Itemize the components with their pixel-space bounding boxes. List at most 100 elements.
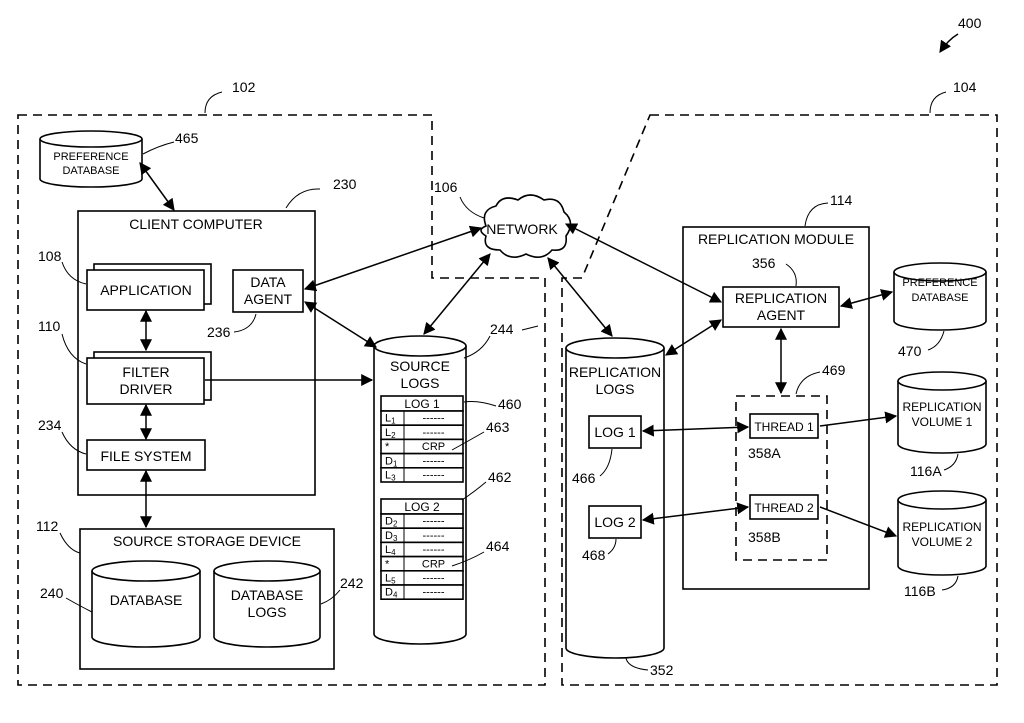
replication-volume2-ref-leader (942, 576, 958, 590)
replication-logs-top (566, 338, 664, 358)
replication-zone-ref: 104 (953, 79, 977, 95)
database-logs-line1: DATABASE (231, 587, 304, 603)
threads-ref: 469 (822, 362, 846, 378)
preference-db-top (40, 131, 142, 147)
replication-volume2-ref: 116B (904, 583, 936, 599)
source-logs-line2: LOGS (401, 375, 440, 391)
data-agent-ref: 236 (207, 324, 231, 340)
thread1-ref: 358A (748, 445, 781, 461)
source-logs-dash-mark (522, 326, 538, 330)
source-logs-top (374, 336, 466, 356)
replication-volume1: REPLICATION VOLUME 1 116A (898, 372, 986, 479)
replication-module-ref-leader (805, 203, 828, 226)
log-row-key-subscript: 4 (393, 591, 398, 600)
application-ref: 108 (38, 248, 62, 264)
replication-module-label: REPLICATION MODULE (698, 231, 854, 247)
replication-volume2-top (898, 491, 986, 509)
replication-logs-ref: 352 (650, 662, 674, 678)
replication-agent-line1: REPLICATION (735, 290, 827, 306)
replication-volume1-line2: VOLUME 1 (912, 415, 973, 429)
replication-log1-label: LOG 1 (594, 424, 635, 440)
client-zone-ref: 102 (232, 79, 256, 95)
log-row-value: ------ (423, 455, 445, 467)
log-row-value: ------ (423, 530, 445, 542)
log-row-value: CRP (422, 441, 445, 453)
database-logs-line2: LOGS (248, 604, 287, 620)
replication-volume2: REPLICATION VOLUME 2 116B (898, 491, 986, 599)
replication-volume1-line1: REPLICATION (902, 400, 981, 414)
replication-logs-line1: REPLICATION (569, 364, 661, 380)
database-label: DATABASE (110, 592, 183, 608)
log-row-key: * (385, 558, 390, 570)
arrow-network-to-source-logs (424, 254, 490, 334)
log-row: * CRP (381, 439, 463, 453)
client-computer-ref-leader (286, 189, 320, 208)
replication-preference-db-ref-leader (928, 331, 944, 350)
replication-log2-label: LOG 2 (594, 514, 635, 530)
log2-ref: 462 (488, 469, 512, 485)
filter-driver-line1: FILTER (122, 364, 169, 380)
client-computer-ref: 230 (333, 176, 357, 192)
thread1-label: THREAD 1 (754, 420, 814, 434)
network-cloud: NETWORK 106 (434, 179, 571, 257)
log-row-value: ------ (423, 427, 445, 439)
log-row: D2------ (381, 514, 463, 529)
log1-ref-leader (464, 402, 496, 407)
log-row: L5------ (381, 571, 463, 586)
replication-preference-database: PREFERENCE DATABASE 470 (894, 263, 986, 359)
source-logs-line1: SOURCE (390, 358, 450, 374)
replication-agent-ref: 356 (752, 255, 776, 271)
figure-number-text: 400 (958, 15, 982, 31)
client-computer-label: CLIENT COMPUTER (129, 216, 263, 232)
client-zone-ref-leader (205, 92, 222, 113)
log-row-value: ------ (423, 470, 445, 482)
replication-preference-db-line2: DATABASE (911, 292, 968, 304)
arrow-data-agent-to-network (305, 228, 481, 289)
filter-driver-line2: DRIVER (120, 381, 173, 397)
database-logs-ref: 242 (340, 575, 364, 591)
replication-logs-line2: LOGS (596, 381, 635, 397)
replication-module-ref: 114 (830, 192, 853, 208)
database-cylinder: DATABASE 240 (40, 561, 200, 647)
source-storage-ref-leader (60, 533, 80, 553)
database-logs-top (214, 561, 320, 581)
log-row-key-subscript: 3 (393, 534, 398, 543)
thread2-label: THREAD 2 (754, 501, 814, 515)
network-ref-leader (460, 197, 484, 218)
database-body (92, 571, 200, 647)
replication-preference-db-ref: 470 (898, 343, 922, 359)
log-row-value: ------ (423, 573, 445, 585)
data-agent-line1: DATA (250, 274, 286, 290)
log-row: L1------ (381, 411, 463, 426)
arrow-network-to-replication-logs (548, 258, 612, 336)
file-system-label: FILE SYSTEM (100, 448, 191, 464)
log-row-key-subscript: 1 (391, 417, 396, 426)
client-preference-database: PREFERENCE DATABASE 465 (40, 130, 199, 187)
data-agent-line2: AGENT (244, 291, 293, 307)
log-row-value: CRP (422, 558, 445, 570)
filter-driver-ref: 110 (38, 318, 61, 334)
replication-volume2-line2: VOLUME 2 (912, 535, 973, 549)
replication-log1-ref: 466 (572, 470, 596, 486)
database-ref: 240 (40, 585, 64, 601)
log-row: L3------ (381, 468, 463, 483)
log1-crp-ref: 463 (486, 419, 510, 435)
log2-rows: D2------D3------L4------*CRPL5------D4--… (381, 514, 463, 600)
file-system-ref: 234 (38, 417, 62, 433)
database-top (92, 561, 200, 581)
log-row-value: ------ (423, 544, 445, 556)
log-row: D3------ (381, 528, 463, 543)
arrow-preference-db-to-client (140, 163, 174, 210)
log-row: L4------ (381, 542, 463, 557)
source-logs-ref: 244 (490, 321, 514, 337)
application-label: APPLICATION (100, 282, 192, 298)
log-row: D1------ (381, 454, 463, 469)
log-row-key: * (385, 441, 390, 453)
replication-logs-ref-leader (626, 658, 648, 670)
preference-db-ref-leader (143, 142, 174, 154)
preference-db-line2: DATABASE (62, 165, 119, 177)
thread2-ref: 358B (748, 529, 781, 545)
log1-rows: L1------L2------*CRPD1------L3------ (381, 411, 463, 483)
log-row-value: ------ (423, 413, 445, 425)
